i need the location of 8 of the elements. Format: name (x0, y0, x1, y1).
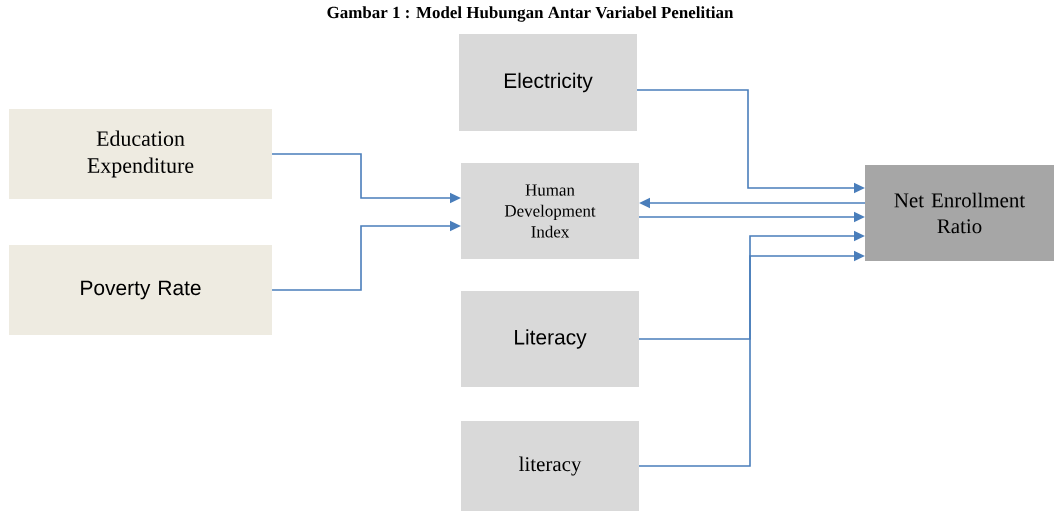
variable-box: Education Expenditure (9, 109, 272, 199)
variable-box: literacy (461, 421, 639, 511)
variable-box: Net Enrollment Ratio (865, 165, 1054, 261)
figure-title: Gambar 1 : Model Hubungan Antar Variabel Penelitian (327, 6, 734, 22)
variable-box: Electricity (459, 34, 637, 131)
variable-box: Literacy (461, 291, 639, 387)
variable-box: Human Development Index (461, 163, 639, 259)
variable-box: Poverty Rate (9, 245, 272, 335)
